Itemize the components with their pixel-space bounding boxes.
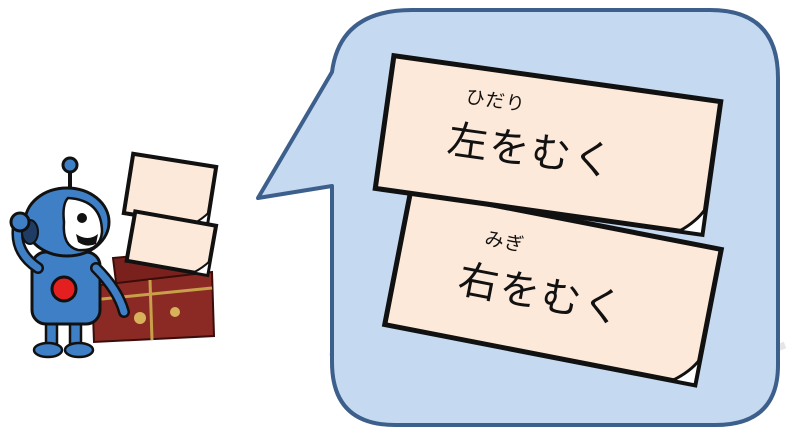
card-hidari: [372, 52, 724, 238]
card-migi: [381, 186, 725, 388]
robot-chest-button: [50, 275, 78, 303]
chest-card-front: [124, 209, 219, 278]
robot-character: [9, 156, 130, 359]
robot-eye: [77, 213, 87, 223]
robot-antenna-ball: [61, 156, 79, 174]
